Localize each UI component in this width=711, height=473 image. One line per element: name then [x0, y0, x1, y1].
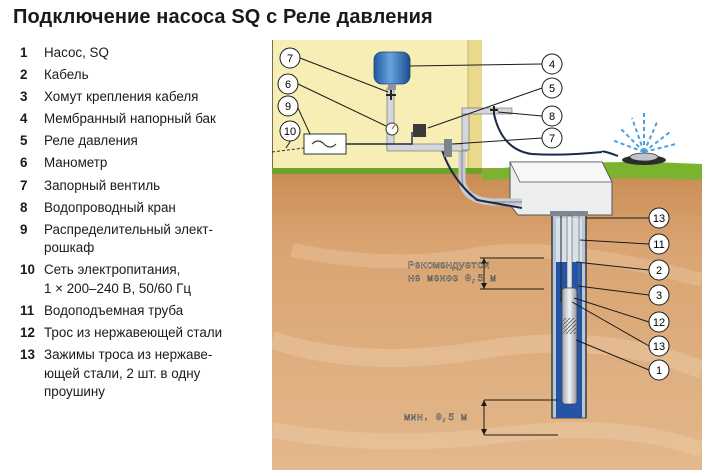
- shutoff-valve-top: [386, 90, 396, 100]
- callout-label: 7: [549, 133, 555, 145]
- legend-item: 7 Запорный вентиль: [20, 177, 275, 196]
- legend-item-number: 8: [20, 199, 28, 215]
- callout-label: 2: [656, 265, 662, 277]
- pressure-switch: [413, 124, 426, 137]
- legend-item-text: Водоподъемная труба: [44, 302, 184, 318]
- pump-intake: [563, 318, 576, 334]
- callout-label: 9: [285, 101, 291, 113]
- legend-item-number: 12: [20, 325, 35, 341]
- callout-8: 8: [541, 105, 563, 127]
- callout-label: 1: [656, 365, 662, 377]
- legend-item-text: Мембранный напорный бак: [44, 111, 216, 127]
- legend-item-text: Зажимы троса из нержаве- ющей стали, 2 ш…: [44, 347, 213, 400]
- callout-13-bottom: 13: [648, 335, 670, 357]
- garden-hose: [493, 113, 603, 156]
- callout-9: 9: [277, 95, 299, 117]
- legend-item: 6 Манометр: [20, 154, 275, 173]
- riser-pipe: [566, 215, 573, 289]
- legend-item-text: Запорный вентиль: [44, 177, 161, 193]
- legend-item-text: Водопроводный кран: [44, 199, 176, 215]
- soil: [272, 168, 702, 470]
- house-pipe-horizontal: [386, 143, 468, 152]
- legend-item-number: 3: [20, 89, 28, 105]
- legend-item-number: 6: [20, 155, 28, 171]
- sprinkler: [601, 112, 677, 165]
- legend-item: 4 Мембранный напорный бак: [20, 110, 275, 129]
- legend-item-text: Распределительный элект- рошкаф: [44, 221, 213, 256]
- callout-13-top: 13: [648, 207, 670, 229]
- legend-item-text: Насос, SQ: [44, 45, 109, 60]
- callout-label: 7: [287, 53, 293, 65]
- legend-item: 3 Хомут крепления кабеля: [20, 88, 275, 107]
- legend-item-number: 4: [20, 111, 28, 127]
- callout-11: 11: [648, 233, 670, 255]
- legend-item-text: Кабель: [44, 67, 89, 83]
- callout-label: 8: [549, 111, 555, 123]
- legend-item-text: Хомут крепления кабеля: [44, 89, 199, 105]
- legend-item-text: Сеть электропитания, 1 × 200–240 В, 50/6…: [44, 262, 192, 296]
- legend-item-number: 11: [20, 302, 35, 318]
- legend-item-number: 7: [20, 177, 28, 193]
- callout-10: 10: [279, 120, 301, 142]
- pump-installation-diagram: Рекомендуется не менее 0,5 м мин. 0,5 м …: [272, 40, 702, 470]
- legend-item-number: 5: [20, 133, 28, 149]
- callout-3: 3: [648, 284, 670, 306]
- legend-item-text: Манометр: [44, 155, 108, 171]
- dimension-label-bottom: мин. 0,5 м: [404, 412, 467, 424]
- shutoff-valve: [444, 139, 452, 157]
- callout-6: 6: [277, 73, 299, 95]
- legend-item-number: 2: [20, 67, 28, 83]
- callout-7-right: 7: [541, 127, 563, 149]
- callout-label: 10: [284, 126, 296, 138]
- dimension-label-top-line2: не менее 0,5 м: [408, 273, 496, 285]
- legend-item-number: 10: [20, 262, 35, 278]
- legend-list: 1 Насос, SQ 2 Кабель 3 Хомут крепления кабеля…: [20, 44, 275, 405]
- legend-item-number: 9: [20, 221, 28, 237]
- callout-group: 7 6 9 10 4 5 8 7 13 11 2 3 12 13 1: [277, 47, 670, 381]
- legend-item: 5 Реле давления: [20, 132, 275, 151]
- house-wall-edge: [468, 40, 482, 168]
- legend-item: 11 Водоподъемная труба: [20, 302, 275, 321]
- legend-item: 1 Насос, SQ: [20, 44, 275, 63]
- legend-item: 2 Кабель: [20, 66, 275, 85]
- legend-item: 13 Зажимы троса из нержаве- ющей стали, 2…: [20, 346, 275, 402]
- distribution-cabinet: [303, 133, 347, 155]
- legend-item: 12 Трос из нержавеющей стали: [20, 324, 275, 343]
- callout-label: 6: [285, 79, 291, 91]
- legend-item-number: 13: [20, 347, 35, 363]
- legend-item: 10 Сеть электропитания, 1 × 200–240 В, 50…: [20, 261, 275, 298]
- callout-5: 5: [541, 77, 563, 99]
- callout-7-left: 7: [279, 47, 301, 69]
- callout-label: 13: [653, 341, 665, 353]
- callout-4: 4: [541, 53, 563, 75]
- callout-label: 5: [549, 83, 555, 95]
- callout-2: 2: [648, 259, 670, 281]
- legend-item-text: Реле давления: [44, 133, 138, 149]
- callout-12: 12: [648, 311, 670, 333]
- callout-label: 13: [653, 213, 665, 225]
- callout-label: 3: [656, 290, 662, 302]
- membrane-tank: [373, 51, 411, 90]
- page-title: Подключение насоса SQ с Реле давления: [13, 6, 433, 28]
- callout-label: 11: [653, 239, 664, 251]
- callout-label: 4: [549, 59, 555, 71]
- pump: [561, 287, 578, 405]
- legend-item: 9 Распределительный элект- рошкаф: [20, 221, 275, 258]
- legend-item-number: 1: [20, 45, 28, 60]
- dimension-label-top-line1: Рекомендуется: [408, 260, 490, 272]
- callout-1: 1: [648, 359, 670, 381]
- legend-item: 8 Водопроводный кран: [20, 199, 275, 218]
- legend-item-text: Трос из нержавеющей стали: [44, 325, 223, 341]
- callout-label: 12: [653, 317, 665, 329]
